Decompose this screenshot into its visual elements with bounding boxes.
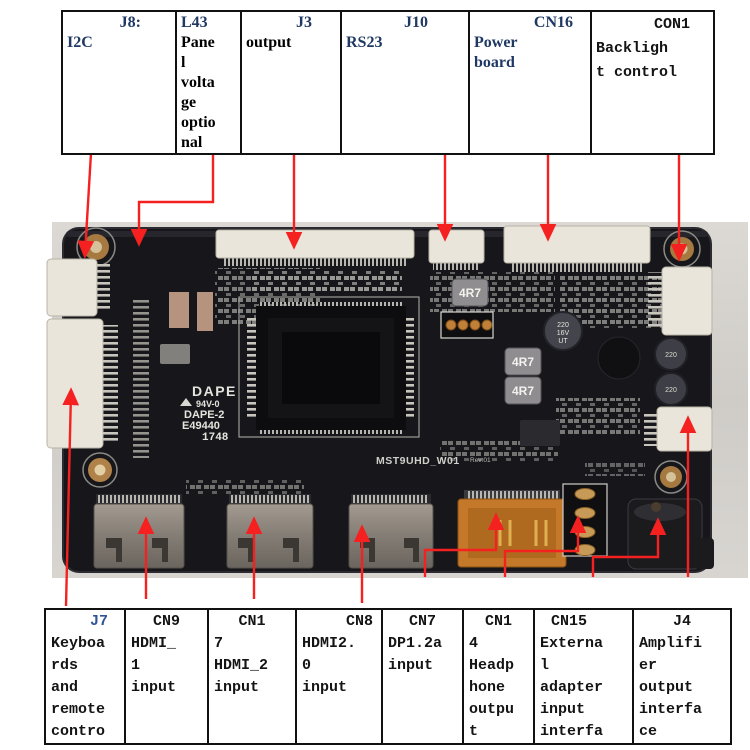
top-cell-con1-body: Backligh t control (596, 40, 678, 81)
top-cell-j3-header: J3 (296, 14, 312, 31)
arrow-cn7-dp (423, 512, 505, 577)
arrow-cn15-adapter (591, 517, 667, 577)
bottom-cell-j4: J4 Amplifi er output interfa ce (632, 608, 732, 745)
top-cell-l43-body: Pane l volta ge optio nal (181, 34, 216, 151)
arrow-j8-i2c (77, 152, 95, 259)
bottom-cell-cn7-header: CN7 (408, 613, 436, 630)
top-cell-j3-body: output (246, 34, 292, 51)
main-chip (238, 296, 420, 438)
svg-text:DAPE-2: DAPE-2 (184, 409, 224, 421)
svg-text:220: 220 (665, 387, 677, 394)
bottom-cell-j4-header: J4 (672, 613, 691, 630)
svg-text:94V-0: 94V-0 (196, 399, 220, 409)
bottom-cell-cn7-body: DP1.2a input (388, 635, 443, 674)
bottom-cell-cn8-header: CN8 (345, 613, 373, 630)
j8-i2c-connector (46, 258, 110, 317)
svg-text:4R7: 4R7 (459, 286, 481, 300)
top-label-table: J8: I2C L43 Pane l volta ge optio nal J3… (61, 10, 715, 155)
silkscreen-text: DAPE 94V-0 DAPE-2 E49440 1748 MST9UHD_W0… (180, 383, 491, 467)
j10-connector (428, 229, 485, 270)
con1-backlight-connector (648, 266, 713, 336)
dc-jack (627, 498, 714, 570)
top-cell-cn16-body: Power board (474, 34, 518, 71)
svg-text:Rev:01: Rev:01 (470, 457, 491, 464)
bottom-cell-cn9-body: HDMI_ 1 input (131, 635, 177, 696)
bottom-cell-cn8-body: HDMI2. 0 input (302, 635, 357, 696)
top-cell-j10: J10 RS23 (340, 10, 470, 155)
headphone-pads (562, 483, 608, 557)
svg-text:E49440: E49440 (182, 420, 220, 432)
svg-text:4R7: 4R7 (512, 384, 534, 398)
svg-text:MST9UHD_W01: MST9UHD_W01 (376, 455, 460, 467)
svg-text:UT: UT (558, 338, 568, 345)
top-cell-j8-header: J8: (119, 14, 141, 31)
arrow-l43-panel (130, 153, 215, 247)
top-cell-cn16: CN16 Power board (468, 10, 592, 155)
svg-text:DAPE: DAPE (192, 383, 237, 399)
svg-text:220: 220 (665, 352, 677, 359)
cn16-power-connector (503, 225, 651, 272)
top-cell-con1: CON1 Backligh t control (590, 10, 715, 155)
j3-output-connector (215, 229, 415, 266)
bottom-cell-j7-body: Keyboa rds and remote contro (51, 635, 106, 740)
arrow-j7-keyboard (62, 387, 80, 607)
bottom-cell-j7-header: J7 (89, 613, 108, 630)
bottom-cell-cn14: CN1 4 Headp hone outpu t (462, 608, 535, 745)
j4-amplifier-connector (644, 406, 713, 452)
bottom-cell-cn17-body: 7 HDMI_2 input (214, 635, 269, 696)
bottom-cell-cn9: CN9 HDMI_ 1 input (124, 608, 209, 745)
bottom-cell-j7: J7 Keyboa rds and remote contro (44, 608, 126, 745)
svg-text:16V: 16V (557, 330, 570, 337)
bottom-cell-cn7: CN7 DP1.2a input (381, 608, 464, 745)
top-cell-j10-body: RS23 (346, 34, 383, 51)
svg-text:220: 220 (557, 322, 569, 329)
top-cell-j8: J8: I2C (61, 10, 177, 155)
bottom-cell-cn8: CN8 HDMI2. 0 input (295, 608, 383, 745)
bottom-cell-j4-body: Amplifi er output interfa ce (639, 635, 703, 740)
j7-keyboard-connector (46, 318, 118, 449)
top-cell-con1-header: CON1 (653, 16, 690, 33)
bottom-cell-cn14-body: 4 Headp hone outpu t (469, 635, 515, 740)
top-cell-j3: J3 output (240, 10, 342, 155)
bottom-cell-cn15-header: CN15 (551, 613, 588, 630)
annotation-arrows (62, 152, 697, 607)
bottom-cell-cn17-header: CN1 (238, 613, 266, 630)
bottom-cell-cn14-header: CN1 (484, 613, 512, 630)
svg-text:4R7: 4R7 (512, 355, 534, 369)
bottom-cell-cn9-header: CN9 (152, 613, 180, 630)
test-point-pads (440, 311, 494, 339)
electrolytic-capacitors: 220 16V UT 220 220 (543, 311, 688, 406)
top-cell-cn16-header: CN16 (533, 14, 573, 31)
hdmi-ports (93, 494, 434, 569)
top-cell-l43-header: L43 (181, 14, 208, 31)
bottom-cell-cn17: CN1 7 HDMI_2 input (207, 608, 297, 745)
bottom-cell-cn15-body: Externa l adapter input interfa (540, 635, 604, 740)
bottom-cell-cn15: CN15 Externa l adapter input interfa (533, 608, 634, 745)
top-cell-j8-body: I2C (67, 34, 93, 51)
top-cell-j10-header: J10 (404, 14, 428, 31)
svg-text:1748: 1748 (202, 432, 229, 444)
inductors-4r7: 4R7 4R7 4R7 (451, 278, 542, 405)
arrow-cn14-headphone (503, 515, 587, 577)
bottom-label-table: J7 Keyboa rds and remote contro CN9 HDMI… (44, 608, 732, 745)
dp-port (457, 490, 567, 568)
top-cell-l43: L43 Pane l volta ge optio nal (175, 10, 242, 155)
